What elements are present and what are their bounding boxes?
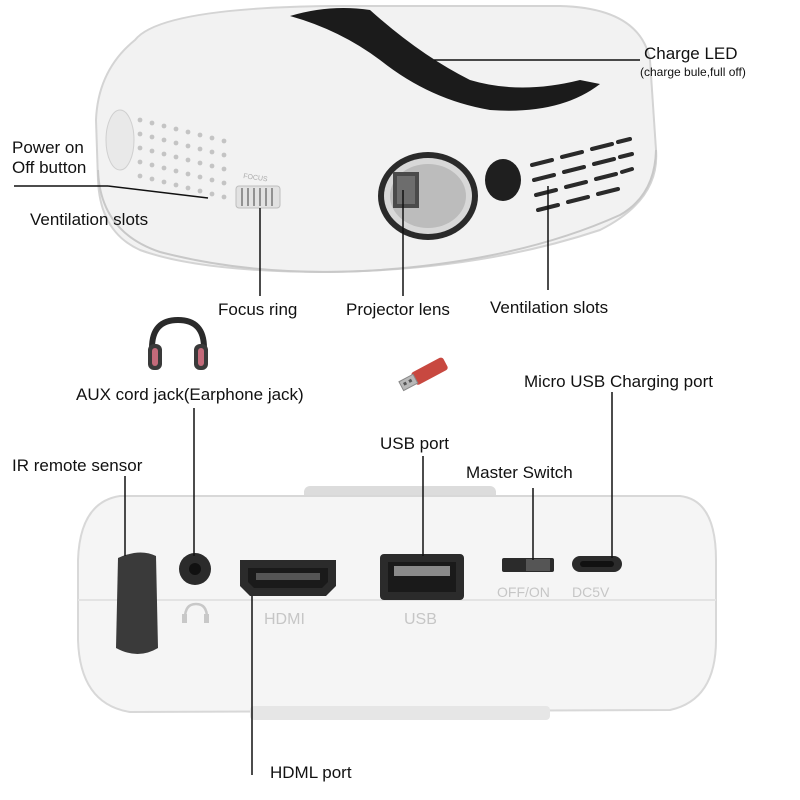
projector-top-view: FOCUS xyxy=(94,5,658,274)
label-focus-ring: Focus ring xyxy=(218,300,298,319)
usb-stick-icon xyxy=(398,357,448,392)
focus-ring-shape xyxy=(235,185,281,209)
hdmi-print: HDMI xyxy=(264,611,305,628)
callout-lines xyxy=(14,59,640,775)
ir-sensor-shape xyxy=(116,552,158,654)
front-sensor-shape xyxy=(485,159,521,201)
top-accent-stripe xyxy=(290,8,600,111)
label-aux-jack: AUX cord jack(Earphone jack) xyxy=(76,385,304,404)
switch-print: OFF/ON xyxy=(497,584,550,600)
right-vent-slots xyxy=(530,137,634,212)
label-master-switch: Master Switch xyxy=(466,463,573,482)
headphone-print-icon xyxy=(182,602,209,623)
dc-print: DC5V xyxy=(572,584,610,600)
label-micro-usb: Micro USB Charging port xyxy=(524,372,713,391)
power-button-shape xyxy=(105,109,135,171)
left-vent-dots xyxy=(137,117,227,200)
projector-back-panel xyxy=(77,486,717,720)
label-ir-sensor: IR remote sensor xyxy=(12,456,143,475)
label-projector-lens: Projector lens xyxy=(346,300,450,319)
label-power-button: Power on Off button xyxy=(12,138,87,177)
projector-lens-shape xyxy=(378,152,478,240)
label-ventilation-right: Ventilation slots xyxy=(490,298,609,317)
label-usb-port: USB port xyxy=(380,434,449,453)
focus-print: FOCUS xyxy=(243,173,269,183)
label-charge-led: Charge LED xyxy=(644,44,738,63)
usb-print: USB xyxy=(404,611,437,628)
headphones-icon xyxy=(148,316,208,370)
label-charge-led-note: (charge bule,full off) xyxy=(640,65,746,79)
label-hdmi-port: HDML port xyxy=(270,763,352,782)
label-ventilation-left: Ventilation slots xyxy=(30,210,149,229)
